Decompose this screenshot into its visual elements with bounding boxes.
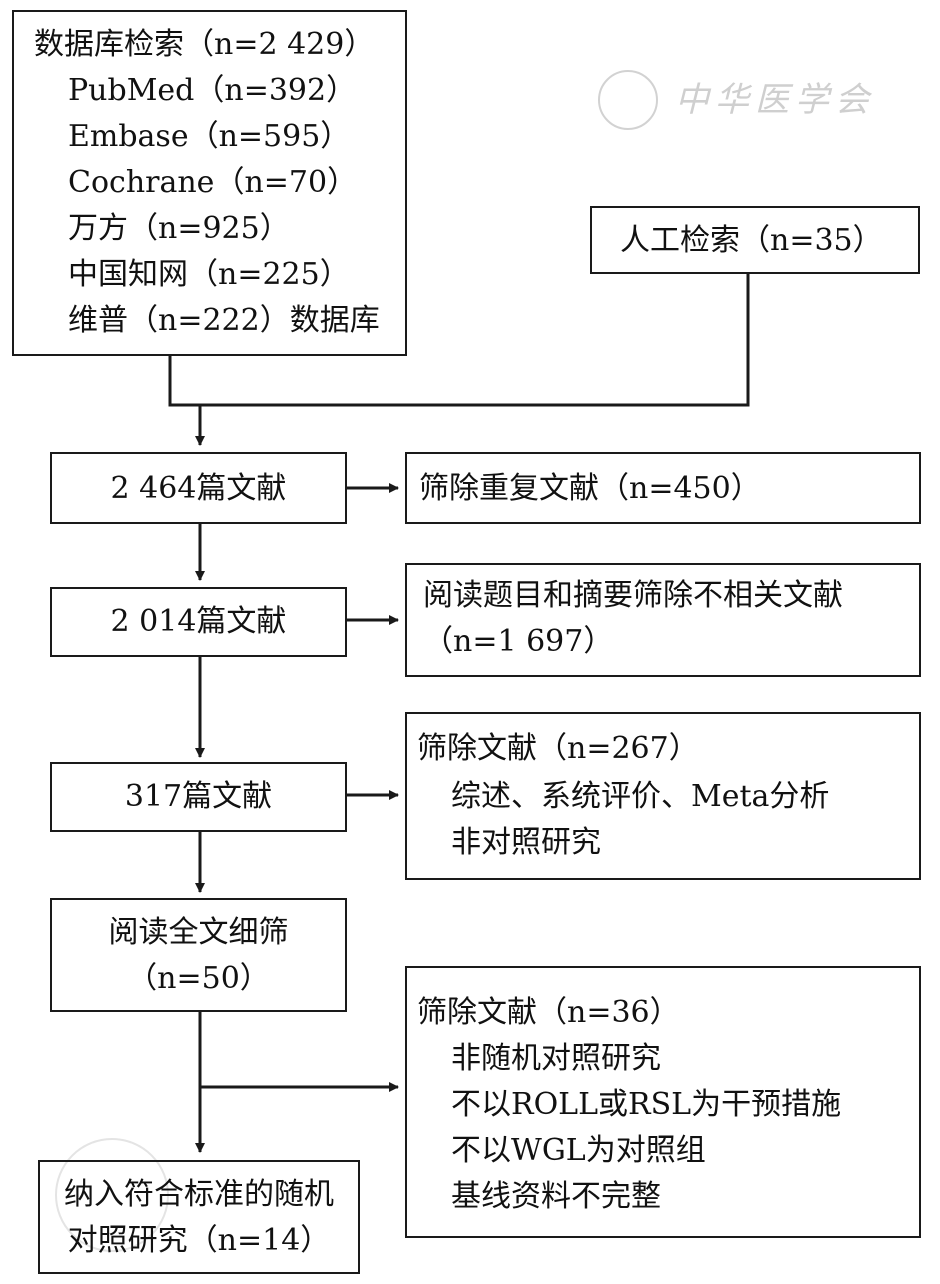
step4-line2: （n=50） — [127, 961, 270, 996]
exclude2-box: 阅读题目和摘要筛除不相关文献 （n=1 697） — [405, 563, 921, 677]
exclude4-item: 不以ROLL或RSL为干预措施 — [451, 1087, 842, 1122]
source-embase: Embase（n=595） — [68, 119, 351, 154]
source-cnki: 中国知网（n=225） — [68, 257, 350, 292]
step3-box: 317篇文献 — [50, 762, 347, 832]
final-included-box: 纳入符合标准的随机 对照研究（n=14） — [38, 1160, 360, 1274]
exclude1-label: 筛除重复文献（n=450） — [419, 471, 761, 506]
exclude4-item: 不以WGL为对照组 — [451, 1133, 706, 1168]
manual-search-box: 人工检索（n=35） — [590, 206, 920, 274]
step1-box: 2 464篇文献 — [50, 452, 347, 524]
step2-box: 2 014篇文献 — [50, 587, 347, 657]
step1-label: 2 464篇文献 — [110, 471, 287, 506]
exclude1-box: 筛除重复文献（n=450） — [405, 452, 921, 524]
database-search-box: 数据库检索（n=2 429） PubMed（n=392） Embase（n=59… — [12, 10, 407, 356]
watermark-text: 中华医学会 — [675, 80, 875, 120]
exclude3-item: 非对照研究 — [451, 825, 601, 860]
source-cochrane: Cochrane（n=70） — [68, 165, 358, 200]
watermark-seal-icon — [598, 70, 658, 130]
database-search-title: 数据库检索（n=2 429） — [34, 27, 375, 62]
exclude2-line1: 阅读题目和摘要筛除不相关文献 — [423, 578, 843, 613]
step4-line1: 阅读全文细筛 — [108, 915, 289, 950]
final-line1: 纳入符合标准的随机 — [64, 1177, 334, 1212]
exclude3-item: 综述、系统评价、Meta分析 — [451, 779, 830, 814]
exclude3-title: 筛除文献（n=267） — [417, 731, 699, 766]
exclude2-line2: （n=1 697） — [423, 624, 614, 659]
source-vip: 维普（n=222）数据库 — [68, 303, 380, 338]
source-pubmed: PubMed（n=392） — [68, 73, 357, 108]
manual-search-label: 人工检索（n=35） — [620, 223, 883, 258]
exclude4-item: 基线资料不完整 — [451, 1179, 661, 1214]
exclude4-title: 筛除文献（n=36） — [417, 995, 680, 1030]
exclude4-box: 筛除文献（n=36） 非随机对照研究 不以ROLL或RSL为干预措施 不以WGL… — [405, 966, 921, 1238]
final-line2: 对照研究（n=14） — [67, 1223, 331, 1258]
step4-box: 阅读全文细筛 （n=50） — [50, 898, 347, 1012]
watermark-seal-bottom-icon — [55, 1138, 169, 1252]
exclude4-item: 非随机对照研究 — [451, 1041, 661, 1076]
step2-label: 2 014篇文献 — [110, 604, 287, 639]
source-wanfang: 万方（n=925） — [68, 211, 290, 246]
step3-label: 317篇文献 — [124, 779, 273, 814]
exclude3-box: 筛除文献（n=267） 综述、系统评价、Meta分析 非对照研究 — [405, 712, 921, 880]
